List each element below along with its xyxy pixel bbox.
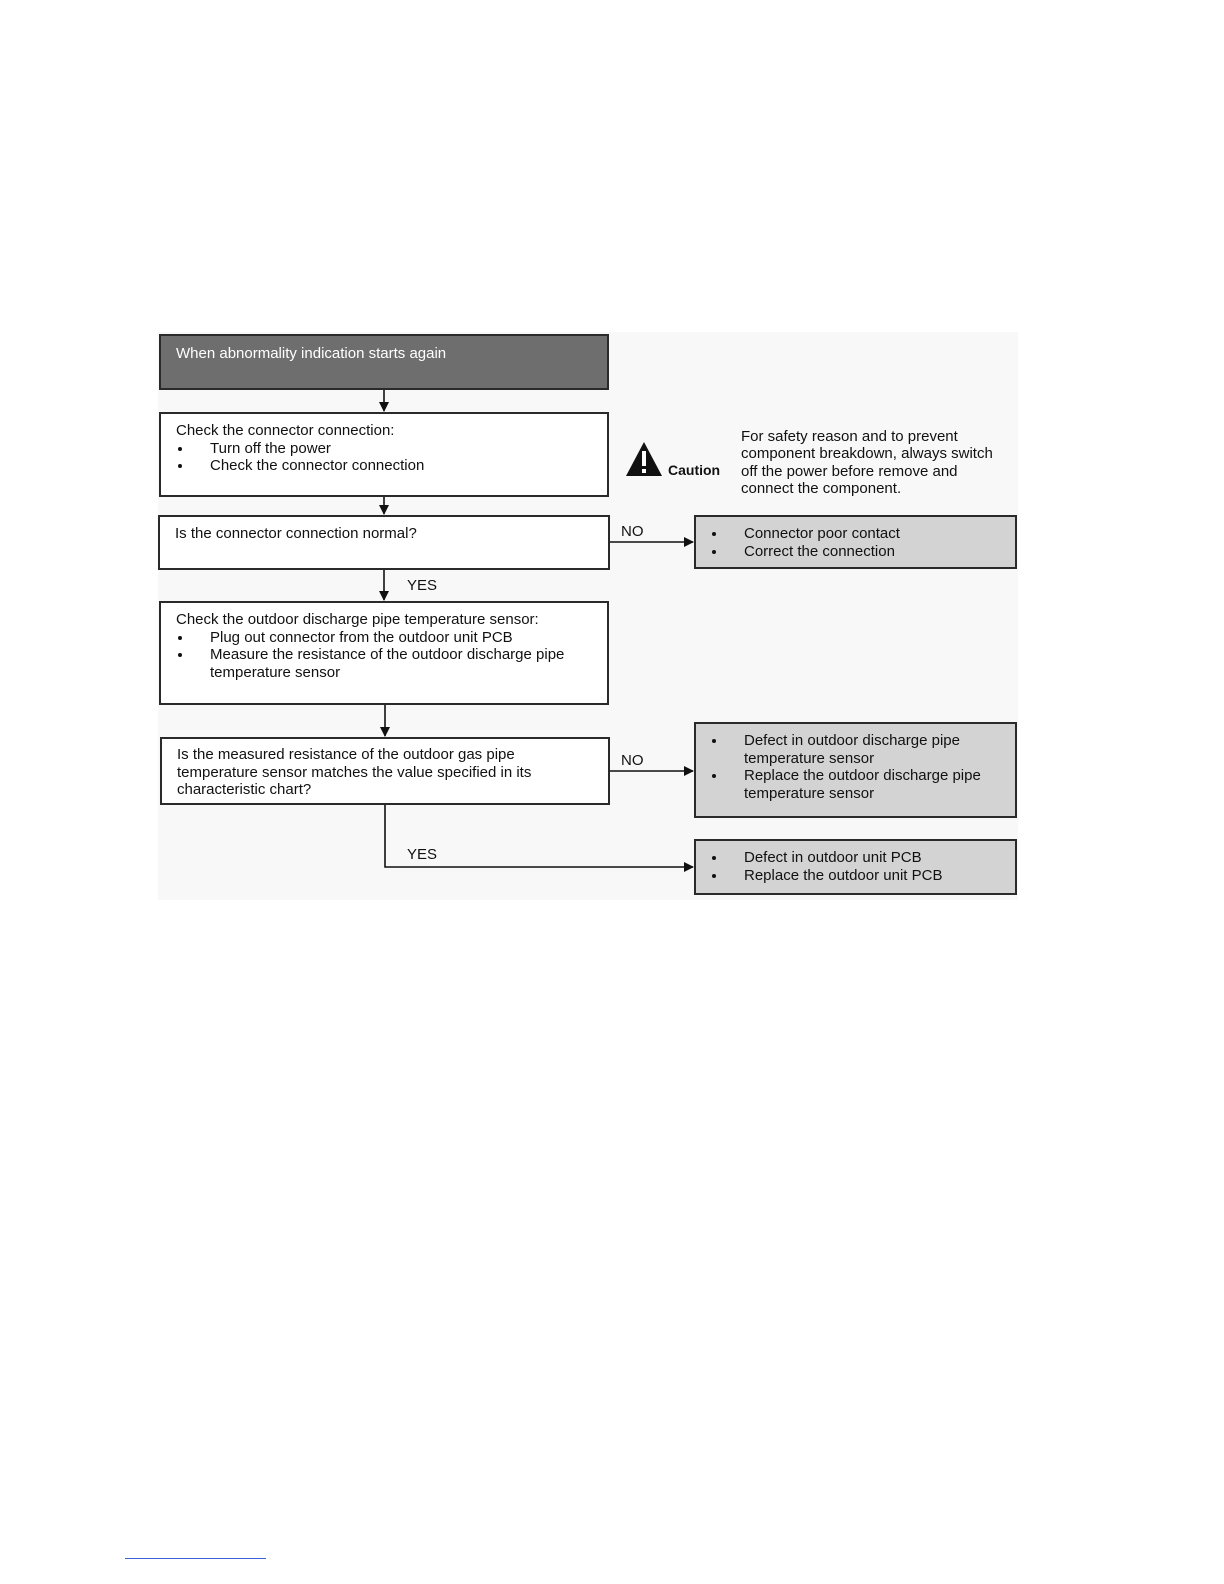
arrow-decision2-yes bbox=[384, 805, 694, 872]
check-sensor-item: Measure the resistance of the outdoor di… bbox=[176, 646, 570, 681]
result-connector-poor-contact: Connector poor contact Correct the conne… bbox=[694, 515, 1017, 569]
no-label: NO bbox=[621, 523, 644, 540]
check-sensor-box: Check the outdoor discharge pipe tempera… bbox=[159, 601, 609, 705]
decision-connector-text: Is the connector connection normal? bbox=[175, 525, 417, 542]
caution-label: Caution bbox=[668, 462, 721, 478]
check-sensor-item: Plug out connector from the outdoor unit… bbox=[176, 629, 593, 647]
yes-label: YES bbox=[407, 577, 438, 594]
caution-text: For safety reason and to prevent compone… bbox=[741, 428, 993, 497]
start-box: When abnormality indication starts again bbox=[159, 334, 609, 390]
result-item: Replace the outdoor discharge pipe tempe… bbox=[710, 767, 995, 802]
decision-resistance-text: Is the measured resistance of the outdoo… bbox=[177, 746, 532, 798]
result-sensor-defect: Defect in outdoor discharge pipe tempera… bbox=[694, 722, 1017, 818]
yes-label: YES bbox=[407, 846, 438, 863]
result-item: Correct the connection bbox=[710, 543, 1001, 561]
footer-rule bbox=[125, 1558, 266, 1559]
check-sensor-title: Check the outdoor discharge pipe tempera… bbox=[176, 611, 539, 628]
check-connector-item: Check the connector connection bbox=[176, 457, 593, 475]
start-text: When abnormality indication starts again bbox=[176, 345, 447, 362]
result-item: Replace the outdoor unit PCB bbox=[710, 867, 1001, 885]
warning-triangle-icon bbox=[626, 442, 662, 476]
check-connector-box: Check the connector connection: Turn off… bbox=[159, 412, 609, 497]
decision-resistance-matches: Is the measured resistance of the outdoo… bbox=[160, 737, 610, 805]
result-pcb-defect: Defect in outdoor unit PCB Replace the o… bbox=[694, 839, 1017, 895]
check-connector-title: Check the connector connection: bbox=[176, 422, 395, 439]
check-connector-item: Turn off the power bbox=[176, 440, 593, 458]
result-item: Defect in outdoor unit PCB bbox=[710, 849, 1001, 867]
result-item: Defect in outdoor discharge pipe tempera… bbox=[710, 732, 995, 767]
no-label: NO bbox=[621, 752, 644, 769]
result-item: Connector poor contact bbox=[710, 525, 1001, 543]
decision-connector-normal: Is the connector connection normal? bbox=[158, 515, 610, 570]
